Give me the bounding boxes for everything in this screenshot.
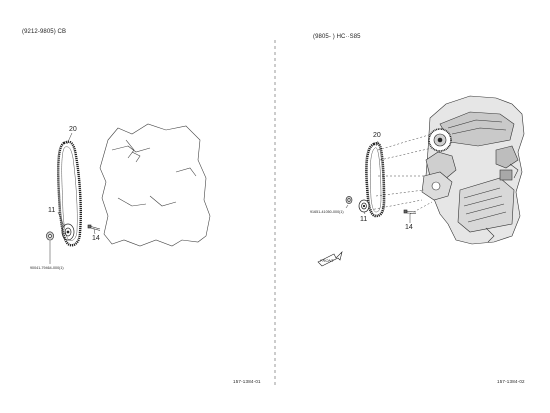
washer-right [345, 196, 353, 204]
callout-20-left: 20 [69, 126, 77, 133]
figure-code-left: 157-1384-01 [233, 379, 261, 384]
leader-lines-left [49, 132, 96, 264]
part-number-left: 90041-79464-000(1) [30, 266, 64, 270]
part-number-right: 91651-41050-000(1) [310, 210, 344, 214]
crank-area-right [421, 171, 453, 201]
left-panel-header: (9212-9805) CB [22, 29, 67, 35]
cam-sprocket-right [428, 128, 452, 152]
front-label: FRONT [320, 258, 334, 263]
engine-block-outline-left [99, 123, 211, 247]
leader-lines-right [345, 140, 411, 223]
tensioner-pulley-left [61, 223, 75, 241]
timing-belt-left [57, 140, 82, 247]
right-panel-header: (9805- ) HC··S85 [313, 34, 361, 40]
front-arrow [317, 251, 343, 267]
callout-11-right: 11 [360, 216, 368, 223]
engine-block-right [425, 95, 525, 245]
callout-20-right: 20 [373, 132, 381, 139]
figure-code-right: 157-1384-02 [497, 379, 525, 384]
tensioner-pulley-right [358, 199, 370, 213]
bolt-left [87, 224, 101, 231]
callout-14-right: 14 [405, 224, 413, 231]
washer-left [46, 231, 54, 241]
bolt-right [403, 209, 417, 214]
timing-belt-right [365, 141, 386, 218]
callout-14-left: 14 [92, 235, 100, 242]
callout-11-left: 11 [48, 207, 56, 214]
alignment-lines-right [369, 133, 433, 215]
